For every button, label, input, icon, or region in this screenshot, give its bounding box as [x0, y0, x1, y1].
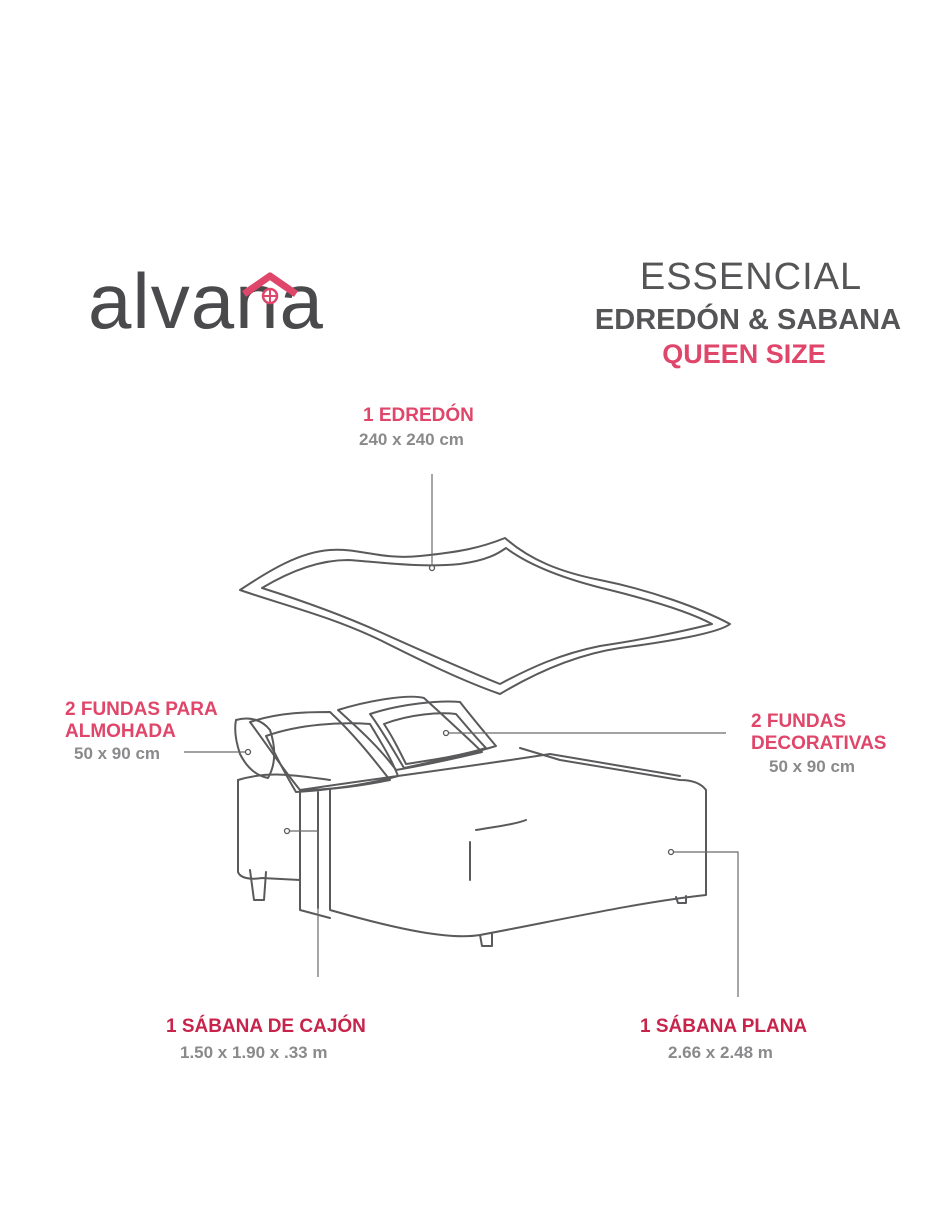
- sheet-fold: [475, 819, 527, 831]
- brand-logo: alvana: [88, 262, 324, 340]
- sham-1: [337, 695, 483, 771]
- duvet-label: 1 EDREDÓN: [363, 405, 474, 426]
- flat-sheet-label: 1 SÁBANA PLANA: [640, 1016, 808, 1037]
- bed-leg-left: [249, 869, 267, 901]
- bed-side: [237, 779, 301, 881]
- pillowcases-label-line2: ALMOHADA: [65, 721, 176, 742]
- pillow-1: [234, 717, 276, 779]
- pillowcases-size: 50 x 90 cm: [74, 744, 161, 763]
- pillow-3: [265, 722, 399, 793]
- fitted-sheet-size: 1.50 x 1.90 x .33 m: [180, 1043, 328, 1062]
- shams-label-line2: DECORATIVAS: [751, 733, 887, 754]
- product-size: QUEEN SIZE: [662, 339, 826, 369]
- sham-2: [369, 700, 497, 769]
- fitted-sheet-label: 1 SÁBANA DE CAJÓN: [166, 1016, 366, 1037]
- brand-logo-text: alvana: [88, 257, 324, 345]
- duvet-size: 240 x 240 cm: [359, 430, 464, 449]
- house-roof-icon: [242, 272, 298, 305]
- duvet-inner-border: [261, 547, 713, 685]
- bed-leg-right: [479, 933, 493, 947]
- shams-size: 50 x 90 cm: [769, 757, 856, 776]
- bed-leg-back: [675, 895, 687, 904]
- pillowcases-label-line1: 2 FUNDAS PARA: [65, 699, 218, 720]
- bed-top-left: [237, 773, 331, 781]
- duvet-outline: [239, 537, 731, 695]
- flat-sheet-size: 2.66 x 2.48 m: [668, 1043, 773, 1062]
- collection-name: ESSENCIAL: [639, 256, 863, 298]
- leader-fitted-sheet: [288, 830, 319, 977]
- shams-label-line1: 2 FUNDAS: [751, 711, 847, 732]
- bed-top: [299, 753, 681, 791]
- leader-flat-sheet: [671, 851, 739, 997]
- bed-front: [329, 747, 707, 938]
- product-name: EDREDÓN & SABANA: [594, 304, 902, 336]
